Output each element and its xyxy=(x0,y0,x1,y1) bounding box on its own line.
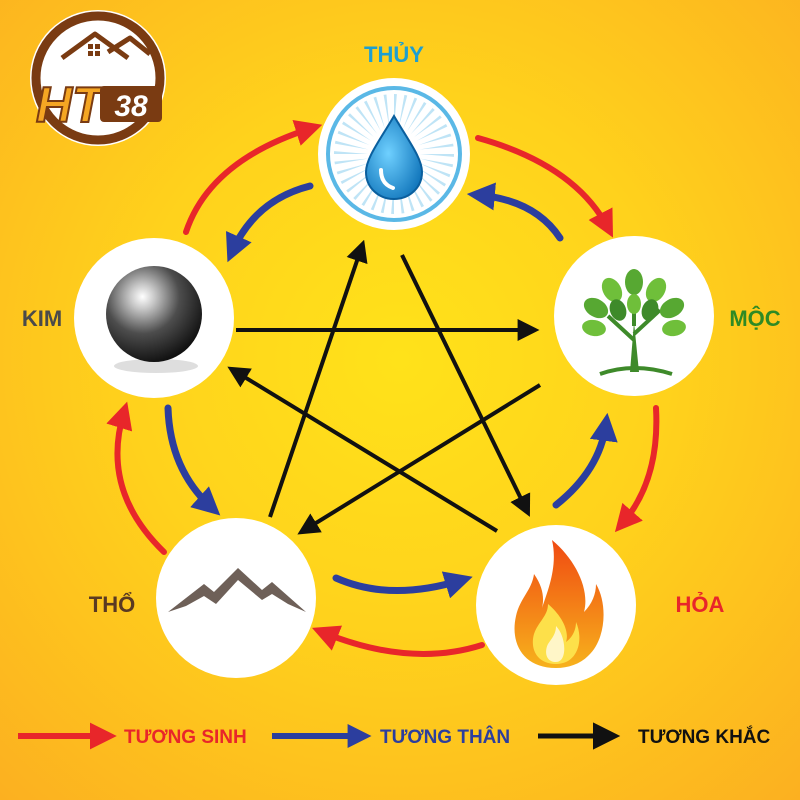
sinh-arrow-kim-thuy xyxy=(183,119,323,235)
sunburst-ray xyxy=(334,151,368,154)
sunburst-ray xyxy=(355,106,378,135)
sunburst-ray xyxy=(418,133,452,146)
sunburst-ray xyxy=(407,102,427,132)
sunburst-ray xyxy=(334,140,369,150)
sunburst-ray xyxy=(373,96,386,130)
sunburst-ray xyxy=(348,113,375,138)
ht38-logo: HT 38 xyxy=(30,10,166,146)
sinh-arrow-thuy-moc xyxy=(475,135,614,238)
logo-main-text: HT xyxy=(36,77,107,133)
label-moc: MỘC xyxy=(729,306,780,331)
sinh-arrow-hoa-tho xyxy=(312,625,485,657)
legend-item-sinh: TƯƠNG SINH xyxy=(18,722,247,750)
label-thuy: THỦY xyxy=(364,42,424,67)
node-thuy: THỦY xyxy=(318,42,470,230)
label-hoa: HỎA xyxy=(676,592,725,617)
sinh-arrow-tho-kim xyxy=(106,401,167,555)
house-roof-icon xyxy=(60,31,152,61)
fire-icon xyxy=(514,540,604,668)
logo-ring-border xyxy=(31,11,165,145)
than-arrow-thuy-kim xyxy=(226,182,314,263)
than-arrow-tho-hoa xyxy=(332,571,473,599)
node-tho: THỔ xyxy=(89,518,316,678)
sunburst-ray xyxy=(416,167,446,187)
node-hoa: HỎA xyxy=(476,525,725,685)
khac-arrow-tho-thuy xyxy=(268,239,368,518)
tuong-than-arrows xyxy=(164,182,618,599)
logo-number-badge xyxy=(100,86,162,122)
sunburst-ray xyxy=(337,130,370,146)
label-tho: THỔ xyxy=(89,592,135,617)
node-kim: KIM xyxy=(22,238,234,398)
khac-arrow-moc-tho xyxy=(297,383,542,535)
node-moc: MỘC xyxy=(554,236,781,396)
sunburst-ray xyxy=(418,162,451,178)
sinh-arrow-moc-hoa xyxy=(614,405,660,533)
sunburst-ray xyxy=(334,158,369,165)
mountain-icon xyxy=(168,568,306,612)
legend-item-khac: TƯƠNG KHẮC xyxy=(538,722,771,750)
sunburst-ray xyxy=(413,115,442,138)
khac-arrow-thuy-hoa xyxy=(400,254,531,517)
legend-label-khac: TƯƠNG KHẮC xyxy=(638,726,771,748)
sunburst-ray xyxy=(340,167,372,184)
sunburst-ray xyxy=(336,162,370,175)
sunburst-ray xyxy=(364,100,381,132)
tuong-khac-arrows xyxy=(227,239,542,535)
than-arrow-hoa-moc xyxy=(552,412,618,509)
sunburst-ray xyxy=(402,97,418,130)
sunburst-ray xyxy=(419,143,454,150)
than-arrow-moc-thuy xyxy=(466,182,564,242)
khac-arrow-hoa-kim xyxy=(227,366,499,533)
sunburst-ray xyxy=(383,94,390,129)
legend-label-sinh: TƯƠNG SINH xyxy=(124,727,247,748)
water-drop-icon xyxy=(364,114,424,201)
tuong-sinh-arrows xyxy=(106,119,660,657)
sunburst-ray xyxy=(416,124,448,141)
than-arrow-kim-tho xyxy=(164,404,221,516)
legend-item-than: TƯƠNG THÂN xyxy=(272,724,510,748)
sunburst-ray xyxy=(410,108,435,135)
label-kim: KIM xyxy=(22,306,62,331)
sunburst-ray xyxy=(419,158,454,168)
logo-number-text: 38 xyxy=(114,90,148,123)
sunburst-ray xyxy=(398,94,408,129)
tree-icon xyxy=(582,269,686,376)
legend-label-than: TƯƠNG THÂN xyxy=(380,726,510,748)
metal-ball-icon xyxy=(106,266,202,362)
sunburst-ray xyxy=(342,121,372,141)
sunburst-ray xyxy=(420,154,454,157)
legend: TƯƠNG SINH TƯƠNG THÂN TƯƠNG KHẮC xyxy=(18,722,771,750)
